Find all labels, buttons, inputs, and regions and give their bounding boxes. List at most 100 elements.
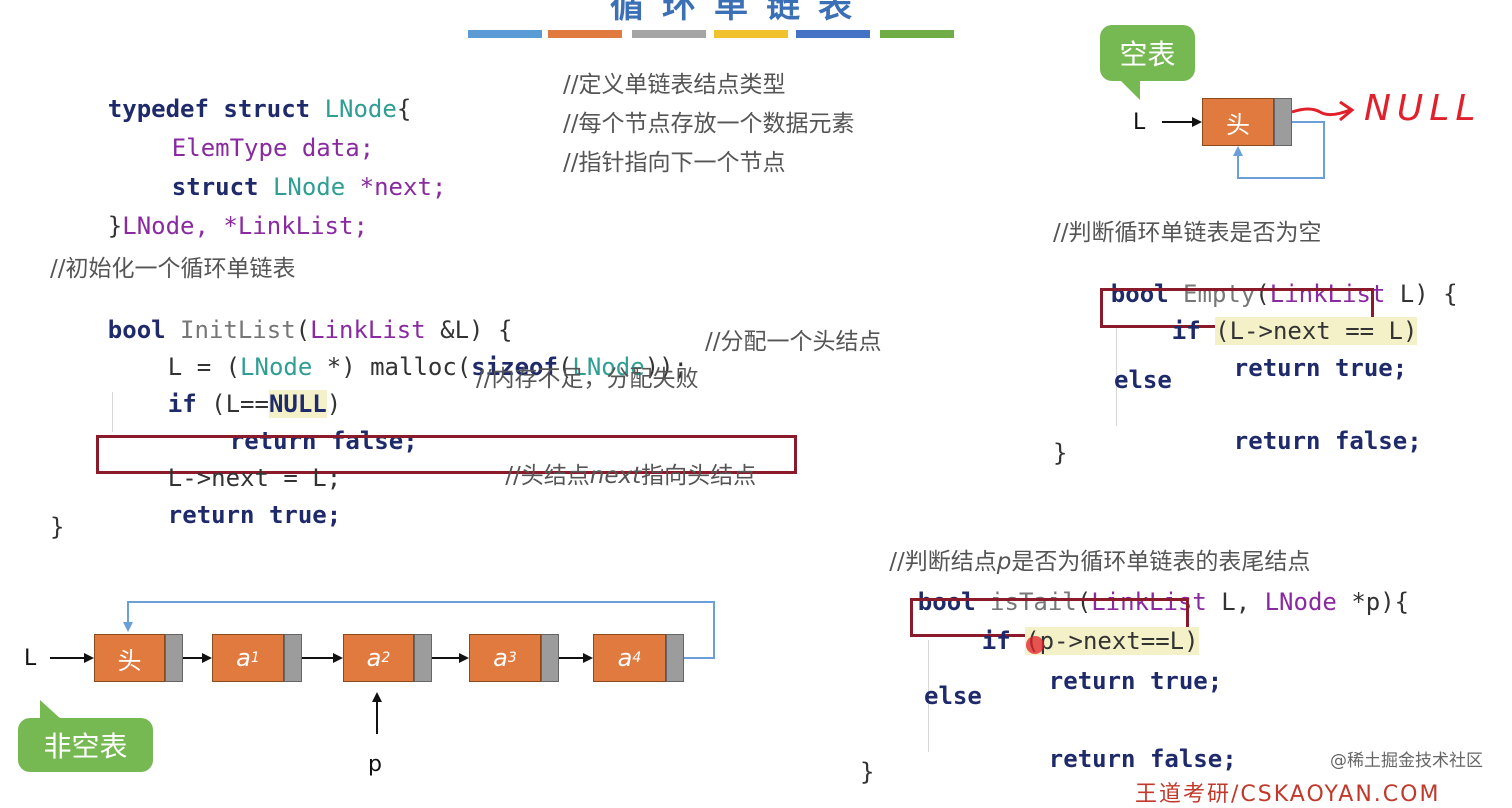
nonempty-list-bubble: 非空表 bbox=[18, 718, 153, 772]
keyword: bool bbox=[107, 316, 166, 344]
comment: //判断循环单链表是否为空 bbox=[1053, 220, 1322, 246]
label-p: p bbox=[368, 752, 382, 777]
struct-line-2: ElemType data; bbox=[114, 112, 374, 184]
value: false; bbox=[1334, 427, 1422, 455]
keyword: bool bbox=[917, 588, 976, 616]
color-bar-segment bbox=[714, 30, 788, 38]
type-name: LNode bbox=[572, 353, 645, 381]
init-close-brace: } bbox=[50, 513, 65, 541]
paren: ) bbox=[326, 390, 342, 418]
init-malloc-line: L = (LNode *) malloc(sizeof(LNode)); bbox=[110, 331, 688, 403]
argument: &L) { bbox=[440, 316, 513, 344]
struct-line-1: typedef struct LNode{ bbox=[50, 73, 411, 145]
null-label: NULL bbox=[1364, 88, 1482, 129]
comment: //定义单链表结点类型 bbox=[563, 72, 786, 98]
list-node: 头 bbox=[94, 634, 183, 682]
color-bar-segment bbox=[632, 30, 706, 38]
brace: } bbox=[107, 212, 123, 240]
watermark: @稀土掘金技术社区 bbox=[1330, 751, 1483, 771]
node-label: a bbox=[366, 644, 382, 672]
field: *next; bbox=[359, 173, 447, 201]
brace: { bbox=[396, 95, 412, 123]
argument: *p){ bbox=[1351, 588, 1410, 616]
node-subscript: 1 bbox=[250, 650, 260, 666]
node-pointer bbox=[666, 634, 684, 682]
comment: //内存不足，分配失败 bbox=[476, 366, 699, 392]
code-text: L->next = L; bbox=[167, 464, 342, 492]
arrow-head bbox=[372, 692, 382, 702]
comment-text: //判断结点 bbox=[889, 549, 997, 575]
comment-text: next bbox=[589, 463, 642, 489]
comment: //分配一个头结点 bbox=[705, 329, 882, 355]
code-text: L = ( bbox=[167, 353, 241, 381]
page-title: 循环单链表 bbox=[610, 0, 870, 26]
null-arrow-head bbox=[1339, 100, 1355, 122]
argument: L, bbox=[1221, 588, 1251, 616]
type-name: ElemType bbox=[171, 134, 288, 162]
type-name: *LinkList; bbox=[223, 212, 368, 240]
value: true; bbox=[268, 501, 342, 529]
istail-if-line: if (p->next==L) bbox=[924, 605, 1199, 677]
arrow-head bbox=[202, 653, 212, 663]
comment: //判断结点p是否为循环单链表的表尾结点 bbox=[860, 528, 1310, 597]
keyword: if bbox=[1171, 317, 1201, 345]
comment-text: //头结点 bbox=[505, 463, 590, 489]
condition: (p->next==L) bbox=[1025, 627, 1199, 655]
keyword: return bbox=[1048, 667, 1136, 695]
arrow-head bbox=[459, 653, 469, 663]
node-pointer bbox=[1274, 98, 1292, 146]
null-arrow bbox=[1291, 107, 1351, 117]
node-pointer bbox=[414, 634, 432, 682]
empty-signature: bool Empty(LinkList L) { bbox=[1053, 258, 1458, 330]
comment: //头结点next指向头结点 bbox=[476, 442, 756, 511]
type-name: LinkList bbox=[310, 316, 426, 344]
keyword: return bbox=[229, 427, 317, 455]
empty-if-line: if (L->next == L) bbox=[1114, 295, 1418, 367]
function-name: InitList bbox=[180, 316, 296, 344]
cursor-pointer-dot bbox=[1026, 636, 1044, 654]
init-if-line: if (L==NULL) bbox=[110, 368, 341, 440]
field: data; bbox=[301, 134, 375, 162]
empty-diagram-arrows bbox=[1118, 78, 1355, 179]
arrow-head bbox=[1192, 117, 1202, 127]
label-L: L bbox=[24, 646, 37, 671]
empty-close-brace: } bbox=[1053, 439, 1068, 467]
empty-list-bubble: 空表 bbox=[1100, 25, 1195, 81]
function-name: isTail bbox=[990, 588, 1077, 616]
comment: //指针指向下一个节点 bbox=[563, 150, 786, 176]
comment: //每个节点存放一个数据元素 bbox=[563, 111, 855, 137]
value: false; bbox=[330, 427, 418, 455]
paren: ( bbox=[295, 316, 311, 344]
keyword: struct bbox=[223, 95, 311, 123]
comment: //初始化一个循环单链表 bbox=[50, 256, 296, 282]
node-label: a bbox=[493, 644, 508, 672]
node-pointer bbox=[541, 634, 559, 682]
empty-return-true: return true; bbox=[1176, 332, 1407, 404]
comment-text: p bbox=[996, 549, 1012, 575]
keyword: return bbox=[167, 501, 255, 529]
argument: L) { bbox=[1399, 280, 1458, 308]
indent-guide bbox=[1116, 326, 1117, 426]
istail-else: else bbox=[924, 682, 982, 710]
istail-return-true: return true; bbox=[991, 645, 1222, 717]
node-subscript: 2 bbox=[381, 650, 391, 666]
node-pointer bbox=[284, 634, 302, 682]
arrow-head bbox=[333, 653, 343, 663]
type-name: LNode bbox=[324, 95, 397, 123]
code-text: ( bbox=[557, 353, 573, 381]
bubble-tail bbox=[1118, 78, 1140, 100]
node-subscript: 3 bbox=[507, 650, 517, 666]
code-text: )); bbox=[644, 353, 689, 381]
condition: (L->next == L) bbox=[1215, 317, 1418, 345]
keyword: if bbox=[981, 627, 1011, 655]
self-loop-arrow bbox=[1237, 121, 1325, 179]
type-name: LNode bbox=[240, 353, 313, 381]
node-label: a bbox=[617, 644, 633, 672]
node-data: 头 bbox=[94, 634, 165, 682]
code-text: (L== bbox=[211, 390, 269, 418]
